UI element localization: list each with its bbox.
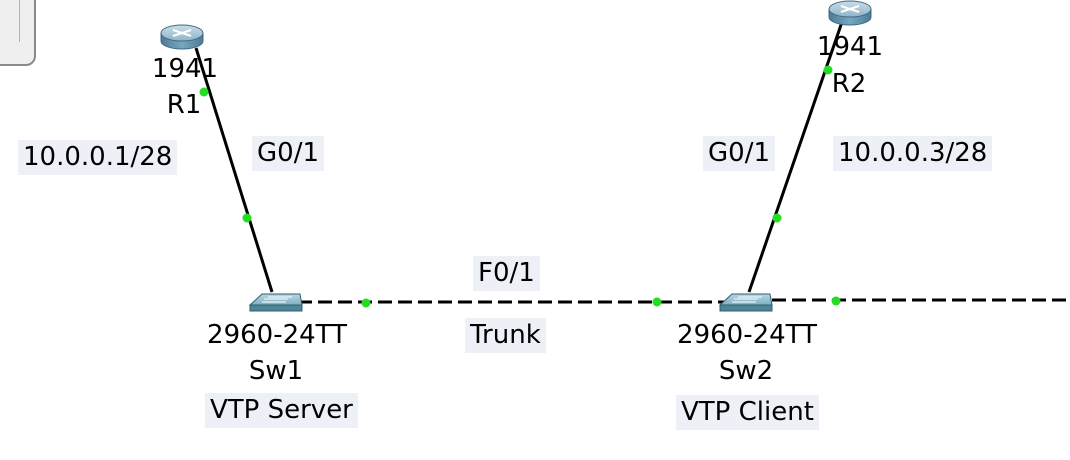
panel-edge — [0, 0, 36, 66]
r2-model-label: 1941 — [816, 32, 884, 62]
sw2-model-label: 2960-24TT — [677, 320, 817, 350]
r1-model-label: 1941 — [151, 54, 219, 84]
trunk-type-label: Trunk — [465, 318, 546, 353]
r2-port-label: G0/1 — [703, 136, 775, 171]
port-dot-sw1-trunk — [361, 298, 371, 308]
sw2-name-label: Sw2 — [718, 356, 774, 386]
sw1-name-label: Sw1 — [248, 356, 304, 386]
port-dot-sw2-trunk — [652, 297, 662, 307]
port-dot-sw2-uplink — [772, 213, 782, 223]
sw1-model-label: 2960-24TT — [207, 320, 347, 350]
switch-sw2-icon[interactable] — [718, 293, 773, 312]
port-dot-sw1-uplink — [242, 213, 252, 223]
router-r2-icon[interactable] — [828, 0, 872, 26]
r1-name-label: R1 — [166, 90, 202, 120]
r1-ip-label: 10.0.0.1/28 — [18, 140, 178, 175]
router-r1-icon[interactable] — [160, 24, 204, 50]
link-r1-sw1[interactable] — [194, 47, 274, 293]
port-dot-sw2-offscreen — [831, 296, 841, 306]
port-dot-r1 — [199, 87, 209, 97]
port-dot-r2 — [823, 65, 833, 75]
r2-name-label: R2 — [831, 69, 867, 99]
sw2-role-label: VTP Client — [676, 395, 819, 430]
trunk-port-label: F0/1 — [473, 256, 540, 291]
r1-port-label: G0/1 — [252, 136, 324, 171]
r2-ip-label: 10.0.0.3/28 — [833, 136, 993, 171]
switch-sw1-icon[interactable] — [248, 293, 303, 312]
sw1-role-label: VTP Server — [205, 393, 358, 428]
